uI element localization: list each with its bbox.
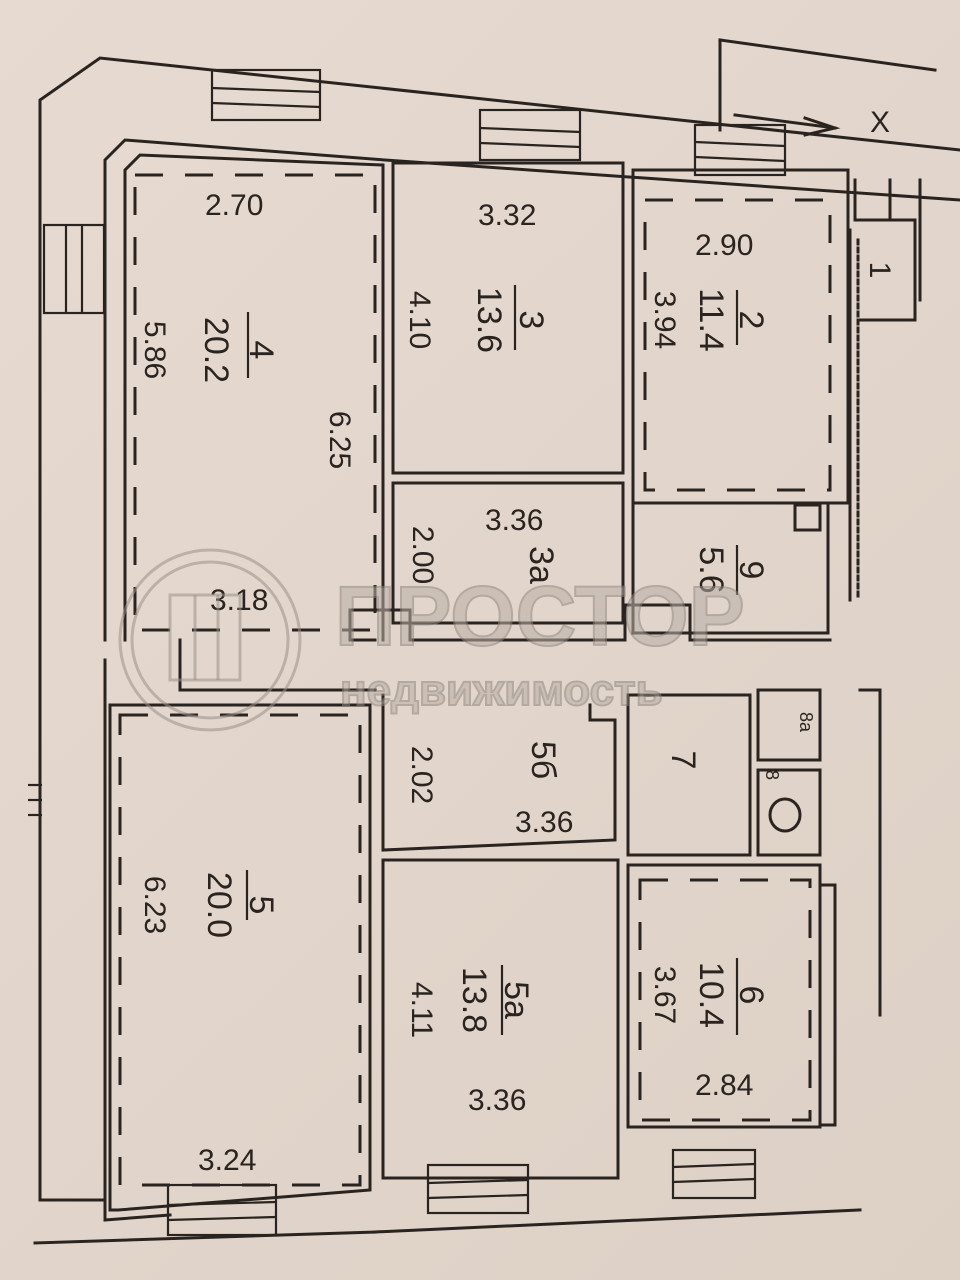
- room-2-number: 2: [732, 311, 770, 330]
- room-5b-number: 5б: [524, 741, 562, 779]
- watermark: ПРОСТОР недвижимость: [118, 548, 746, 732]
- window: [478, 108, 582, 162]
- room-5-dim-left: 6.23: [138, 876, 171, 934]
- exterior-walls: [33, 56, 960, 1245]
- room-5-dim-bottom: 3.24: [198, 1144, 256, 1177]
- room-9-area: 5.6: [692, 546, 730, 593]
- room-6-dim-bottom: 2.84: [695, 1069, 753, 1102]
- room-3-dim-top: 3.32: [478, 199, 536, 232]
- room-5b-dim-bottom: 3.36: [515, 806, 573, 839]
- room-3-area: 13.6: [470, 287, 508, 353]
- window: [42, 223, 106, 315]
- room-4-area: 20.2: [197, 317, 235, 383]
- watermark-tagline: недвижимость: [340, 666, 663, 715]
- entrance-mark: X: [870, 106, 890, 139]
- window: [426, 1163, 530, 1215]
- room-8a-number: 8а: [796, 712, 816, 733]
- room-5-area: 20.0: [200, 872, 238, 938]
- watermark-logo-icon: [118, 548, 302, 732]
- room-9-number: 9: [732, 561, 770, 580]
- window: [671, 1148, 757, 1200]
- room-6-area: 10.4: [692, 962, 730, 1028]
- room-3a-dim-top: 3.36: [485, 504, 543, 537]
- watermark-brand: ПРОСТОР: [335, 569, 745, 663]
- room-4-number: 4: [242, 341, 280, 360]
- room-5b-dim-left: 2.02: [405, 746, 438, 804]
- window: [210, 68, 322, 122]
- room-6-number: 6: [732, 986, 770, 1005]
- room-5a-dim-left: 4.11: [405, 982, 438, 1038]
- room-4-dim-left: 5.86: [138, 321, 171, 379]
- room-4-dim-top: 2.70: [205, 189, 263, 222]
- room-5a-area: 13.8: [455, 967, 493, 1033]
- room-6-dim-left: 3.67: [648, 966, 681, 1024]
- room-2-dim-left: 3.94: [648, 291, 681, 349]
- entrance-arrow-icon: [733, 113, 841, 137]
- room-3a-number: 3а: [522, 546, 560, 584]
- dashed-zones: [118, 173, 832, 1187]
- window: [693, 123, 787, 177]
- window: [28, 783, 42, 817]
- room-4-dim-right: 6.25: [323, 411, 356, 469]
- room-5a-dim-bottom: 3.36: [468, 1084, 526, 1117]
- room-3-dim-left: 4.10: [403, 291, 436, 349]
- window: [166, 1183, 278, 1237]
- room-3a-dim-left: 2.00: [406, 526, 439, 584]
- room-8-number: 8: [762, 770, 782, 780]
- room-5a-number: 5а: [497, 981, 535, 1019]
- room-5-number: 5: [242, 896, 280, 915]
- room-1-number: 1: [863, 262, 896, 279]
- interior-walls: [108, 38, 937, 1212]
- room-7-number: 7: [664, 751, 702, 770]
- room-2-dim-top: 2.90: [695, 229, 753, 262]
- room-3-number: 3: [512, 311, 550, 330]
- room-2-area: 11.4: [692, 288, 730, 352]
